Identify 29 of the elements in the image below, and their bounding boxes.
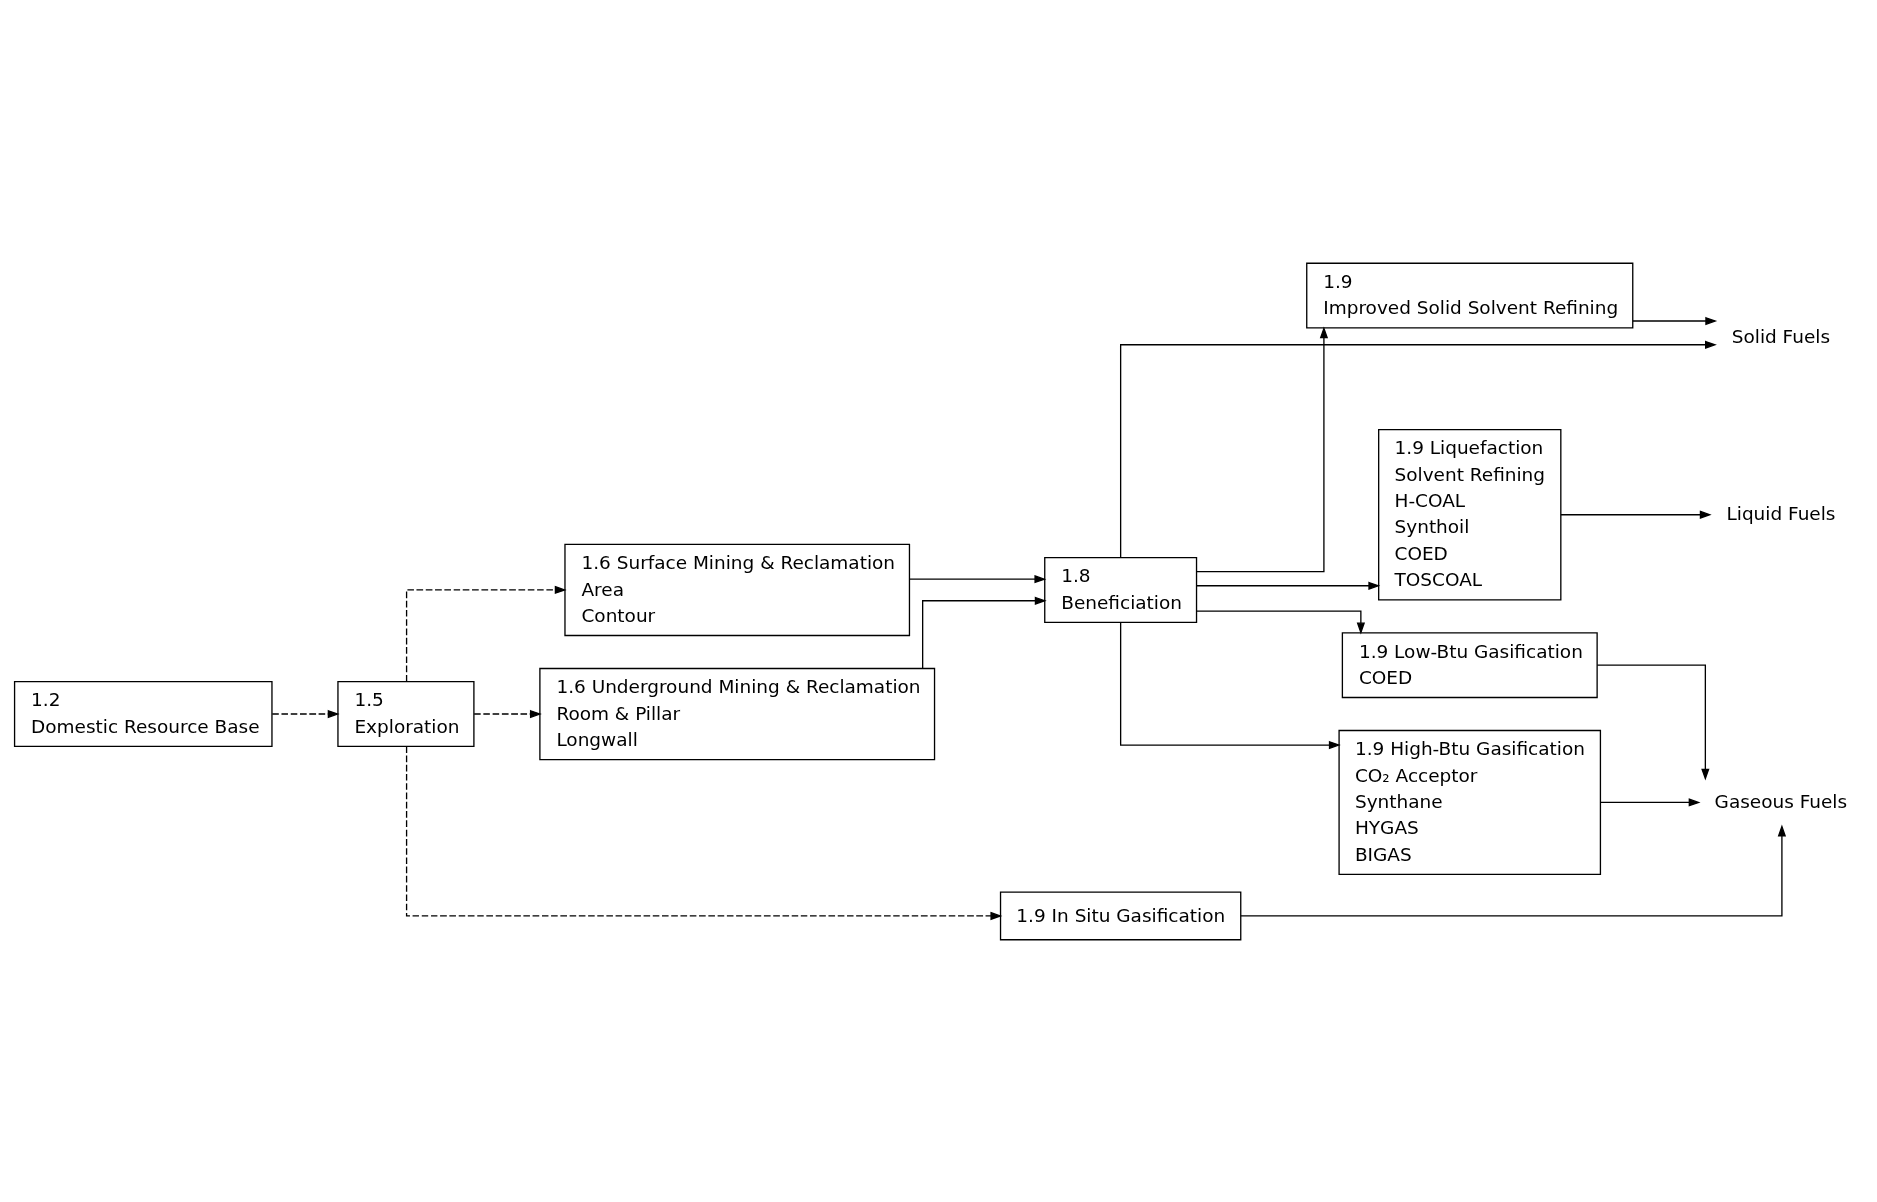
arrow [473,709,542,718]
node-box: 1.8 Beneficiation [1044,556,1198,623]
node-box: 1.9 Liquefaction Solvent Refining H-COAL Synthoil COED TOSCOAL [1378,428,1562,600]
node-box: 1.6 Underground Mining & Reclamation Room & Pillar Longwall [539,667,936,760]
node-box: 1.9 In Situ Gasification [999,891,1242,940]
arrow [1196,325,1329,572]
node-box: 1.6 Surface Mining & Reclamation Area Contour [564,543,911,636]
node-text: Solid Fuels [1731,325,1831,347]
node-box: 1.9 Improved Solid Solvent Refining [1306,262,1634,329]
arrow [1596,664,1710,781]
arrow [405,745,1003,920]
node-text: Liquid Fuels [1726,502,1836,524]
arrow [1560,510,1712,519]
node-box: 1.2 Domestic Resource Base [13,680,273,747]
node-box: 1.9 Low-Btu Gasification COED [1341,631,1598,698]
arrow [1120,621,1341,749]
arrow [922,596,1047,669]
arrow [405,585,567,682]
arrow [1196,581,1381,590]
arrow [1240,824,1787,917]
node-text: Gaseous Fuels [1714,790,1848,812]
node-box: 1.5 Exploration [337,680,475,747]
arrow [1120,340,1717,558]
arrow [271,709,340,718]
arrow [1600,797,1701,807]
arrow [1632,316,1718,325]
arrow [1196,609,1366,634]
node-box: 1.9 High-Btu Gasification CO₂ Acceptor Synthane HYGAS BIGAS [1338,729,1602,875]
arrow [909,574,1047,583]
